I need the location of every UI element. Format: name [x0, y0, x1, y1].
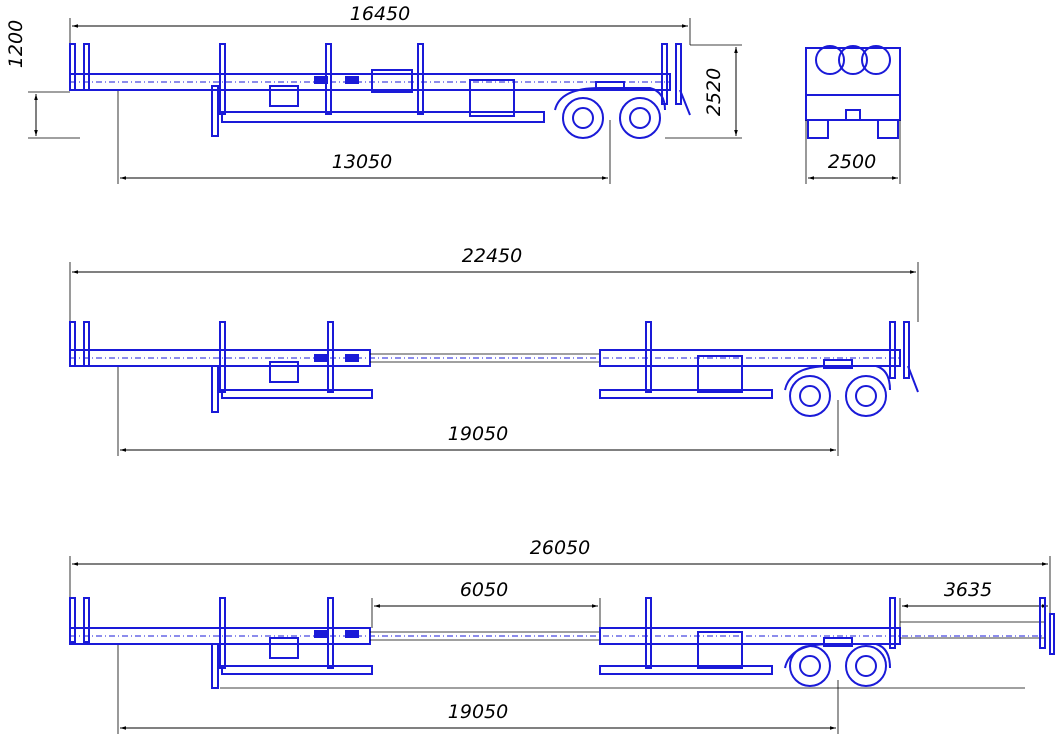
dim-length-26050: 26050 — [530, 537, 590, 559]
trailer-frame — [69, 321, 919, 417]
trailer-frame — [69, 597, 1055, 689]
trailer-frame — [69, 43, 691, 139]
trailer-side-view-extended: 22450 19050 — [69, 245, 919, 456]
trailer-rear-view: 2500 — [805, 45, 901, 184]
trailer-side-view-short: 16450 1200 2520 13050 — [5, 3, 742, 184]
dim-extension-3635: 3635 — [944, 579, 992, 601]
dim-length-22450: 22450 — [462, 245, 522, 267]
dim-width-2500: 2500 — [828, 151, 876, 173]
dim-length-16450: 16450 — [350, 3, 410, 25]
dim-wheelbase-19050-b: 19050 — [448, 701, 508, 723]
dim-height-1200: 1200 — [5, 20, 27, 68]
dim-height-2520: 2520 — [703, 68, 725, 116]
trailer-side-view-max: 26050 6050 3635 19050 — [69, 537, 1055, 734]
dim-wheelbase-19050: 19050 — [448, 423, 508, 445]
dim-wheelbase-13050: 13050 — [332, 151, 392, 173]
dim-extension-6050: 6050 — [460, 579, 508, 601]
